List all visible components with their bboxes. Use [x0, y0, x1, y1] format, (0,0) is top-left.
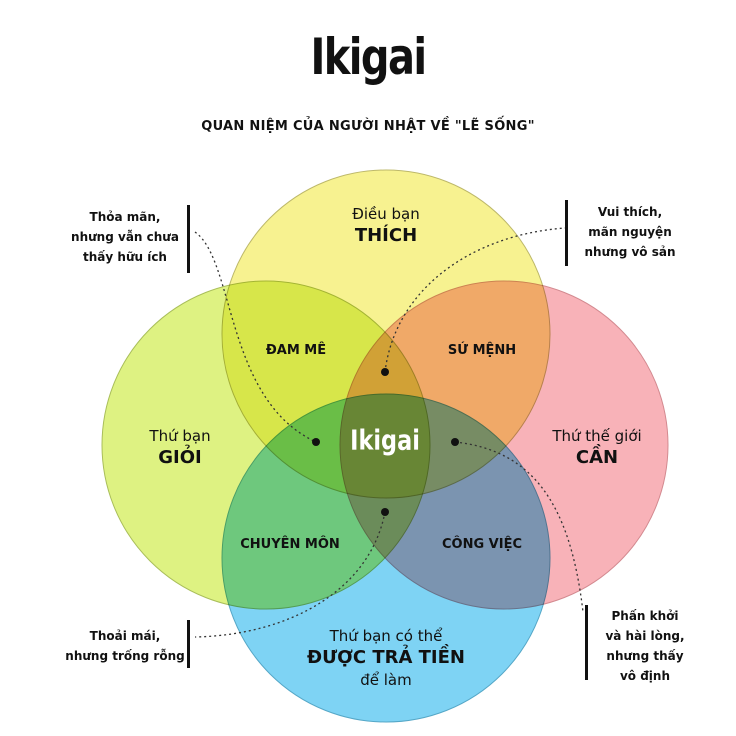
- connector-bottom-left: [194, 511, 386, 638]
- bar-bottom-right: [585, 605, 588, 680]
- zone-mission: SỨ MỆNH: [447, 343, 517, 358]
- connector-top-left: [194, 231, 317, 443]
- zone-vocation: CÔNG VIỆC: [442, 537, 522, 552]
- page-subtitle: QUAN NIỆM CỦA NGƯỜI NHẬT VỀ "LẼ SỐNG": [201, 119, 535, 134]
- dot-bottom: [381, 508, 389, 516]
- bar-top-right: [565, 200, 568, 266]
- bar-top-left: [187, 205, 190, 273]
- zone-profession: CHUYÊN MÔN: [240, 537, 340, 552]
- dot-right: [451, 438, 459, 446]
- connector-top-right: [384, 227, 566, 373]
- zone-ikigai: Ikigai: [350, 423, 420, 457]
- note-bottom-left: Thoải mái,nhưng trống rỗng: [65, 629, 185, 663]
- bar-bottom-left: [187, 620, 190, 668]
- dot-left: [312, 438, 320, 446]
- zone-passion: ĐAM MÊ: [265, 343, 327, 358]
- dot-top: [381, 368, 389, 376]
- page-title: Ikigai: [310, 28, 428, 86]
- circle-paid: [221, 393, 551, 723]
- connector-bottom-right: [454, 441, 584, 613]
